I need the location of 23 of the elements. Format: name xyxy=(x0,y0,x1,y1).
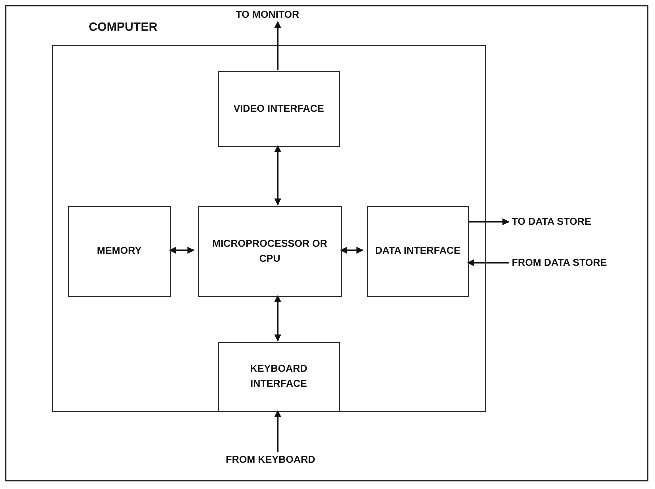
interface-box xyxy=(218,342,340,412)
io-label: TO DATA STORE xyxy=(512,214,622,230)
box-label: VIDEO INTERFACE xyxy=(232,102,326,116)
arrow xyxy=(274,410,282,452)
box-label: MICROPROCESSOR OR CPU xyxy=(211,238,328,266)
arrow xyxy=(274,21,282,70)
cpu-box xyxy=(198,206,342,297)
box-label: DATA INTERFACE xyxy=(374,245,462,259)
arrow xyxy=(169,247,195,254)
arrow xyxy=(274,145,282,206)
io-label: FROM DATA STORE xyxy=(512,255,634,271)
box-label: MEMORY xyxy=(96,245,143,259)
memory-box xyxy=(68,206,171,297)
box-label: KEYBOARD INTERFACE xyxy=(249,363,309,392)
interface-box xyxy=(367,206,469,297)
arrow xyxy=(274,295,282,342)
arrow xyxy=(468,218,510,226)
box-heading: COMPUTER xyxy=(88,19,159,36)
io-label: TO MONITOR xyxy=(236,8,320,22)
io-label: FROM KEYBOARD xyxy=(226,452,330,468)
interface-box xyxy=(218,71,340,147)
arrow xyxy=(340,247,364,254)
arrow xyxy=(467,260,509,266)
